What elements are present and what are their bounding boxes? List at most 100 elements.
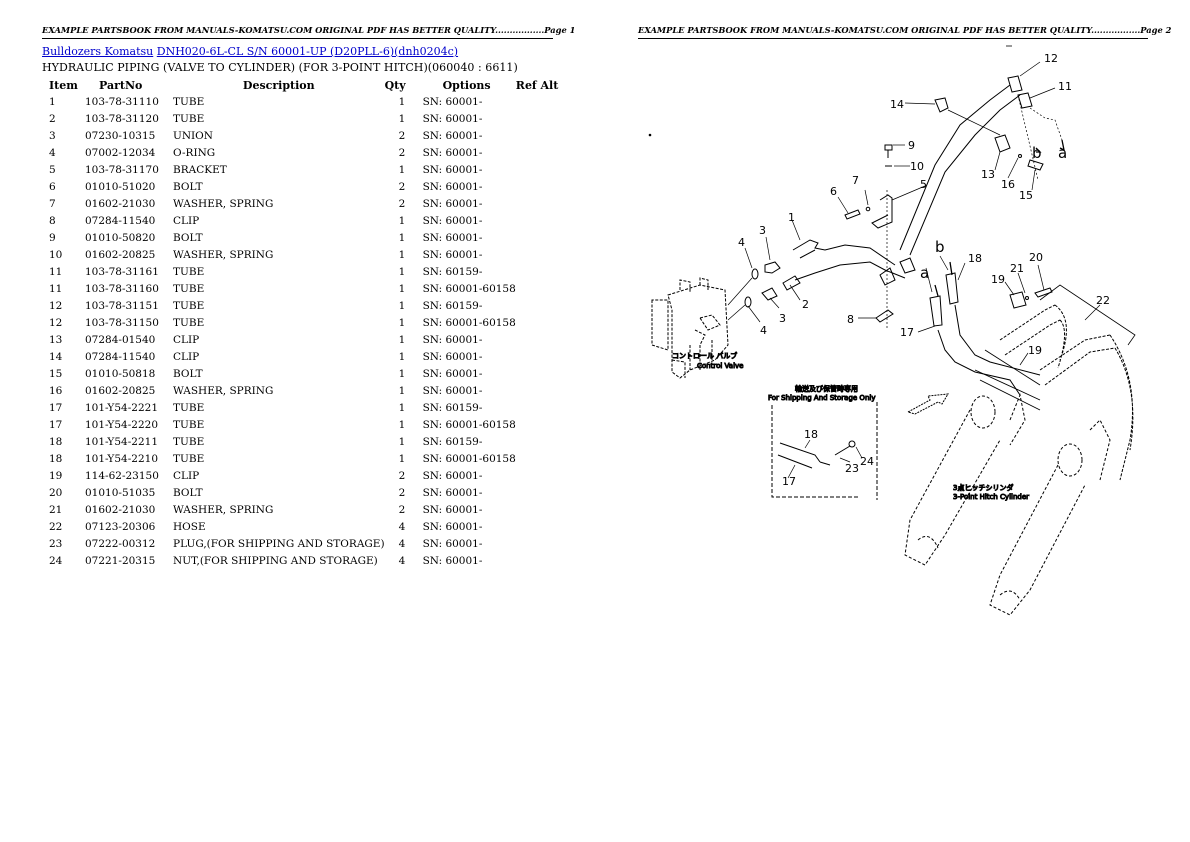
- cell-item: 20: [49, 486, 63, 499]
- svg-text:2: 2: [802, 298, 809, 311]
- cell-qty: 2: [398, 503, 406, 516]
- page-1-header: EXAMPLE PARTSBOOK FROM MANUALS-KOMATSU.C…: [42, 25, 575, 39]
- cell-options: SN: 60001-: [422, 469, 483, 482]
- cell-description: BOLT: [173, 367, 203, 380]
- breadcrumb-link-category[interactable]: Bulldozers Komatsu: [42, 45, 154, 58]
- cell-ref-alt: [516, 399, 576, 416]
- cell-partno: 103-78-31151: [85, 299, 159, 312]
- exploded-parts-diagram: コントロール バルブ Control Valve: [640, 40, 1150, 630]
- cell-qty: 1: [398, 299, 406, 312]
- cell-options: SN: 60001-: [422, 503, 483, 516]
- cell-qty: 2: [398, 146, 406, 159]
- cell-partno: 01010-50818: [85, 367, 156, 380]
- cell-qty: 2: [398, 197, 406, 210]
- cell-item: 9: [49, 231, 56, 244]
- breadcrumb-link-model[interactable]: DNH020-6L-CL S/N 60001-UP (D20PLL-6)(dnh…: [156, 45, 459, 58]
- svg-text:11: 11: [1058, 80, 1072, 93]
- cell-partno: 01602-21030: [85, 503, 156, 516]
- cell-options: SN: 60001-: [422, 520, 483, 533]
- cell-partno: 07284-11540: [85, 214, 156, 227]
- cell-ref-alt: [516, 484, 576, 501]
- svg-text:24: 24: [860, 455, 874, 468]
- cell-ref-alt: [516, 297, 576, 314]
- cell-description: TUBE: [173, 401, 205, 414]
- cell-partno: 114-62-23150: [85, 469, 159, 482]
- svg-text:3: 3: [779, 312, 786, 325]
- cell-options: SN: 60159-: [422, 265, 483, 278]
- svg-text:14: 14: [890, 98, 904, 111]
- cell-partno: 103-78-31120: [85, 112, 159, 125]
- cell-qty: 1: [398, 265, 406, 278]
- cell-options: SN: 60001-: [422, 129, 483, 142]
- cell-qty: 4: [398, 554, 406, 567]
- svg-text:a: a: [1058, 144, 1067, 162]
- cell-description: WASHER, SPRING: [173, 503, 274, 516]
- cell-ref-alt: [516, 348, 576, 365]
- cell-partno: 07221-20315: [85, 554, 156, 567]
- cell-item: 10: [49, 248, 63, 261]
- cell-item: 3: [49, 129, 56, 142]
- page-2-header: EXAMPLE PARTSBOOK FROM MANUALS-KOMATSU.C…: [638, 25, 1171, 39]
- cell-description: WASHER, SPRING: [173, 248, 274, 261]
- cell-partno: 07284-11540: [85, 350, 156, 363]
- cell-item: 6: [49, 180, 56, 193]
- cell-description: BOLT: [173, 180, 203, 193]
- cell-item: 8: [49, 214, 56, 227]
- cell-item: 17: [49, 401, 63, 414]
- cell-description: WASHER, SPRING: [173, 197, 274, 210]
- cell-options: SN: 60159-: [422, 299, 483, 312]
- cylinder-label: 3-Point Hitch Cylinder: [953, 493, 1029, 501]
- cell-item: 18: [49, 435, 63, 448]
- cell-ref-alt: [516, 552, 576, 569]
- col-header-description: Description: [242, 78, 315, 92]
- cell-description: TUBE: [173, 95, 205, 108]
- cell-partno: 07002-12034: [85, 146, 156, 159]
- shipping-label: For Shipping And Storage Only: [768, 394, 875, 402]
- cell-options: SN: 60001-: [422, 214, 483, 227]
- cell-item: 19: [49, 469, 63, 482]
- cell-options: SN: 60001-60158: [422, 316, 516, 329]
- cell-item: 11: [49, 282, 63, 295]
- cell-partno: 101-Y54-2220: [85, 418, 158, 431]
- cell-options: SN: 60001-: [422, 163, 483, 176]
- cell-description: TUBE: [173, 418, 205, 431]
- cell-qty: 1: [398, 418, 406, 431]
- svg-text:12: 12: [1044, 52, 1058, 65]
- svg-text:22: 22: [1096, 294, 1110, 307]
- cell-ref-alt: [516, 314, 576, 331]
- cell-qty: 2: [398, 129, 406, 142]
- cell-qty: 1: [398, 248, 406, 261]
- cell-item: 12: [49, 316, 63, 329]
- control-valve-jp-label: コントロール バルブ: [672, 351, 737, 360]
- cell-partno: 103-78-31160: [85, 282, 159, 295]
- cell-item: 17: [49, 418, 63, 431]
- cell-qty: 1: [398, 452, 406, 465]
- cell-ref-alt: [516, 518, 576, 535]
- cell-options: SN: 60001-: [422, 180, 483, 193]
- cell-description: CLIP: [173, 469, 200, 482]
- cell-qty: 1: [398, 231, 406, 244]
- cell-qty: 1: [398, 95, 406, 108]
- cell-ref-alt: [516, 280, 576, 297]
- callout-labels: 12 11 14 9 10 5 7 6 1 3 4 2 3 4 8 17 13 …: [738, 52, 1110, 488]
- cell-ref-alt: [516, 416, 576, 433]
- cell-item: 11: [49, 265, 63, 278]
- cell-qty: 2: [398, 486, 406, 499]
- cell-partno: 103-78-31170: [85, 163, 159, 176]
- cell-qty: 1: [398, 112, 406, 125]
- cell-ref-alt: [516, 501, 576, 518]
- page-title: HYDRAULIC PIPING (VALVE TO CYLINDER) (FO…: [42, 61, 518, 74]
- svg-text:4: 4: [738, 236, 745, 249]
